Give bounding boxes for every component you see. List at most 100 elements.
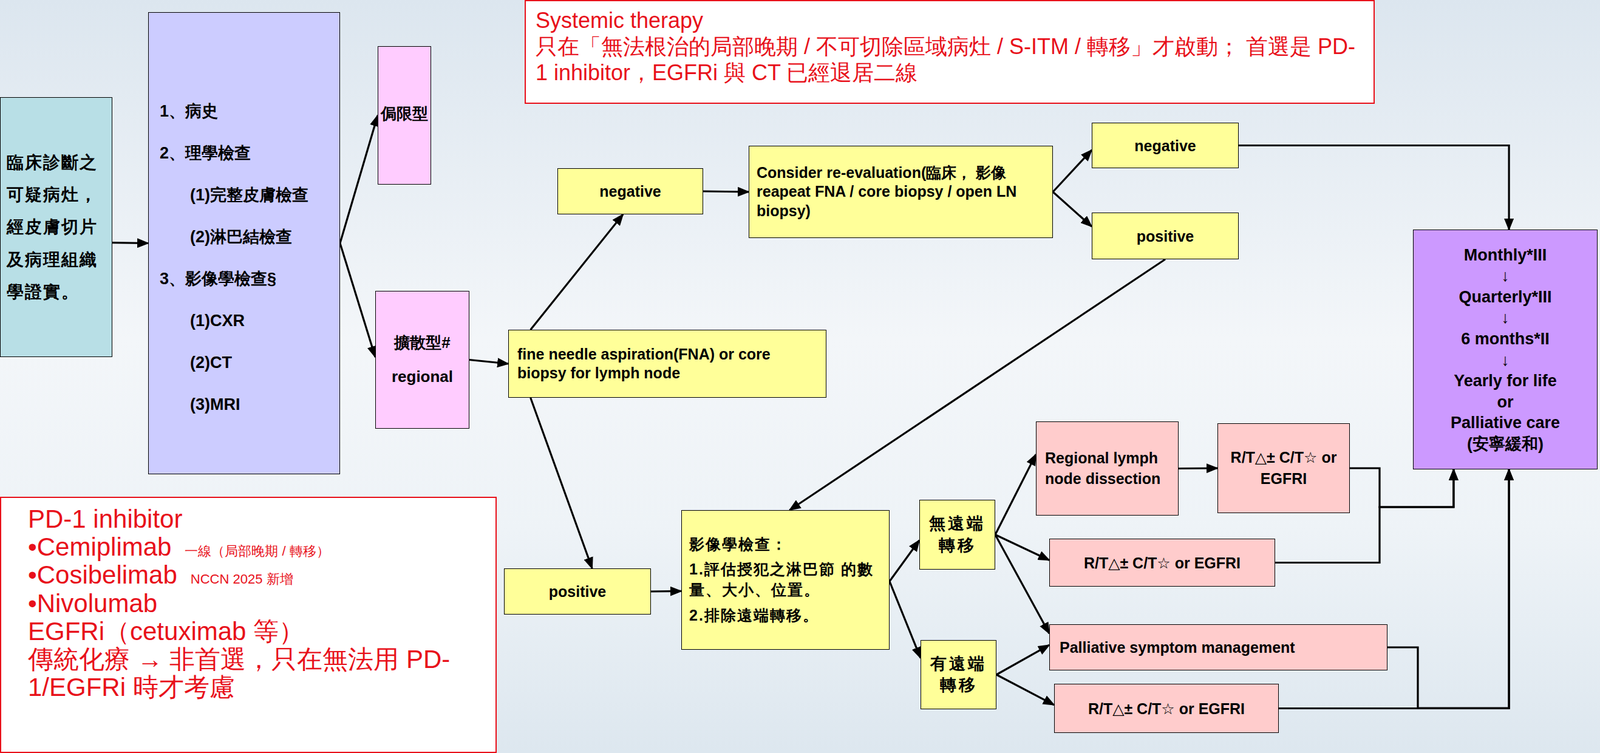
node-text: 無遠端 轉移 — [929, 514, 986, 554]
connector — [789, 259, 1166, 511]
node-text: 2、理學檢查 — [159, 143, 251, 163]
node-text: •Cemiplimab — [27, 532, 172, 562]
node-text: 1.評估授犯之淋巴節 的數量、大小、位置。 — [689, 560, 874, 599]
treatment-box: Palliative symptom management — [1049, 624, 1388, 671]
text-line: 2、理學檢查 — [159, 132, 334, 175]
node-content: positive — [508, 582, 647, 601]
text-line: (1)完整皮膚檢查 — [159, 174, 334, 217]
node-text: •Cosibelimab — [27, 560, 178, 589]
node-text: Regional lymph node dissection — [1045, 449, 1161, 487]
node-text: R/T△± C/T☆ or EGFRI — [1230, 448, 1338, 487]
connector — [703, 191, 749, 192]
node-text: 3、影像學檢查§ — [159, 269, 277, 288]
text-line: Palliative care — [1418, 412, 1593, 434]
node-content: Palliative symptom management — [1059, 638, 1378, 657]
node-text: positive — [548, 582, 606, 600]
result-box: negative — [1091, 122, 1239, 169]
node-text: ↓ — [1501, 350, 1510, 370]
node-text: 影像學檢查： — [689, 535, 788, 553]
text-line: positive — [1096, 227, 1235, 246]
text-line: (2)淋巴結檢查 — [159, 216, 334, 259]
node-text: 傳統化療 → 非首選，只在無法用 PD-1/EGFRi 時才考慮 — [27, 644, 450, 702]
node-content: negative — [561, 182, 699, 201]
decision-box: 無遠端 轉移 — [919, 499, 996, 570]
workup-box: 1、病史 2、理學檢查 (1)完整皮膚檢查(2)淋巴結檢查 3、影像學檢查§ (1)CX… — [148, 12, 341, 475]
text-line: 有遠端 轉移 — [927, 653, 990, 696]
node-text: •Nivolumab — [27, 588, 158, 618]
connector — [1387, 469, 1509, 709]
treatment-box: Regional lymph node dissection — [1035, 421, 1179, 516]
text-line: 傳統化療 → 非首選，只在無法用 PD-1/EGFRi 時才考慮 — [27, 645, 486, 702]
node-text: 6 months*II — [1460, 329, 1550, 348]
node-text: negative — [599, 182, 661, 200]
node-text: (安寧緩和) — [1467, 434, 1544, 453]
node-text: 侷限型 — [380, 104, 429, 123]
text-line: 影像學檢查： — [689, 534, 882, 555]
note-box: Systemic therapy只在「無法根治的局部晚期 / 不可切除區域病灶 … — [524, 0, 1375, 104]
connector — [1349, 468, 1454, 508]
text-line: 臨床診斷之 可疑病灶， 經皮膚切片 及病理組織 學證實。 — [6, 146, 106, 308]
node-content: 1、病史 2、理學檢查 (1)完整皮膚檢查(2)淋巴結檢查 3、影像學檢查§ (1)CX… — [159, 90, 334, 426]
node-text: Monthly*III — [1463, 245, 1548, 265]
node-content: negative — [1096, 136, 1235, 155]
process-box: fine needle aspiration(FNA) or core biop… — [508, 329, 827, 398]
text-line: (安寧緩和) — [1418, 433, 1593, 455]
node-text: positive — [1136, 227, 1194, 245]
text-line: 侷限型 — [380, 104, 429, 124]
text-line: Monthly*III — [1418, 244, 1593, 266]
followup-box: Monthly*III↓Quarterly*III↓6 months*II↓Ye… — [1412, 229, 1598, 470]
process-box: Consider re-evaluation(臨床， 影像reapeat FNA… — [748, 145, 1053, 239]
text-line: negative — [561, 182, 699, 201]
node-content: 侷限型 — [380, 104, 429, 124]
node-content: fine needle aspiration(FNA) or core biop… — [517, 344, 818, 384]
node-content: positive — [1096, 227, 1235, 246]
node-text: regional — [391, 367, 453, 386]
node-content: Consider re-evaluation(臨床， 影像reapeat FNA… — [756, 163, 1046, 221]
node-text: Palliative care — [1450, 413, 1560, 432]
node-content: R/T△± C/T☆ or EGFRI — [1225, 446, 1342, 490]
text-line: fine needle aspiration(FNA) or core biop… — [517, 344, 818, 384]
node-content: 有遠端 轉移 — [927, 653, 990, 696]
text-line: negative — [1096, 136, 1235, 155]
node-content: 影像學檢查： 1.評估授犯之淋巴節 的數量、大小、位置。 2.排除遠端轉移。 — [689, 534, 882, 627]
text-line: R/T△± C/T☆ or EGFRI — [1225, 446, 1342, 490]
text-line: 無遠端 轉移 — [925, 513, 989, 556]
node-text: (1)CXR — [190, 299, 245, 342]
node-content: 臨床診斷之 可疑病灶， 經皮膚切片 及病理組織 學證實。 — [6, 146, 106, 308]
connector — [1052, 149, 1092, 192]
text-line: •Cosibelimab NCCN 2025 新增 — [27, 561, 486, 589]
text-line: Consider re-evaluation(臨床， 影像reapeat FNA… — [756, 163, 1046, 221]
node-text: 有遠端 轉移 — [930, 654, 987, 695]
connector — [1178, 466, 1218, 470]
node-content: R/T△± C/T☆ or EGFRI — [1053, 553, 1271, 572]
result-box: positive — [503, 568, 651, 615]
node-text: 臨床診斷之 可疑病灶， 經皮膚切片 及病理組織 學證實。 — [6, 153, 98, 302]
decision-box: 有遠端 轉移 — [920, 640, 997, 710]
text-line: PD-1 inhibitor — [27, 505, 486, 534]
text-line: ↓ — [1418, 265, 1593, 287]
text-line: •Cemiplimab一線（局部晚期 / 轉移） — [27, 533, 486, 562]
node-text: NCCN 2025 新增 — [190, 571, 294, 587]
node-content: 擴散型#regional — [379, 332, 466, 388]
text-line: 1.評估授犯之淋巴節 的數量、大小、位置。 — [689, 559, 882, 601]
node-text: (1)完整皮膚檢查 — [190, 174, 309, 217]
category-box: 侷限型 — [377, 46, 432, 185]
node-text: or — [1497, 392, 1514, 412]
connector — [1238, 145, 1509, 231]
text-line: Regional lymph node dissection — [1045, 448, 1170, 490]
node-text: Palliative symptom management — [1059, 638, 1296, 656]
connector — [650, 590, 682, 593]
text-line: (1)CXR — [159, 299, 334, 342]
connector — [530, 214, 623, 330]
node-content: PD-1 inhibitor•Cemiplimab一線（局部晚期 / 轉移）•C… — [27, 505, 486, 702]
text-line: (3)MRI — [159, 383, 334, 426]
connector — [469, 360, 509, 365]
node-text: 2.排除遠端轉移。 — [689, 606, 820, 624]
node-content: R/T△± C/T☆ or EGFRI — [1058, 699, 1275, 718]
text-line: 2.排除遠端轉移。 — [689, 605, 882, 627]
text-line: 1、病史 — [159, 90, 334, 133]
connector — [530, 397, 593, 569]
node-text: Systemic therapy — [535, 7, 704, 33]
connector — [112, 241, 149, 245]
